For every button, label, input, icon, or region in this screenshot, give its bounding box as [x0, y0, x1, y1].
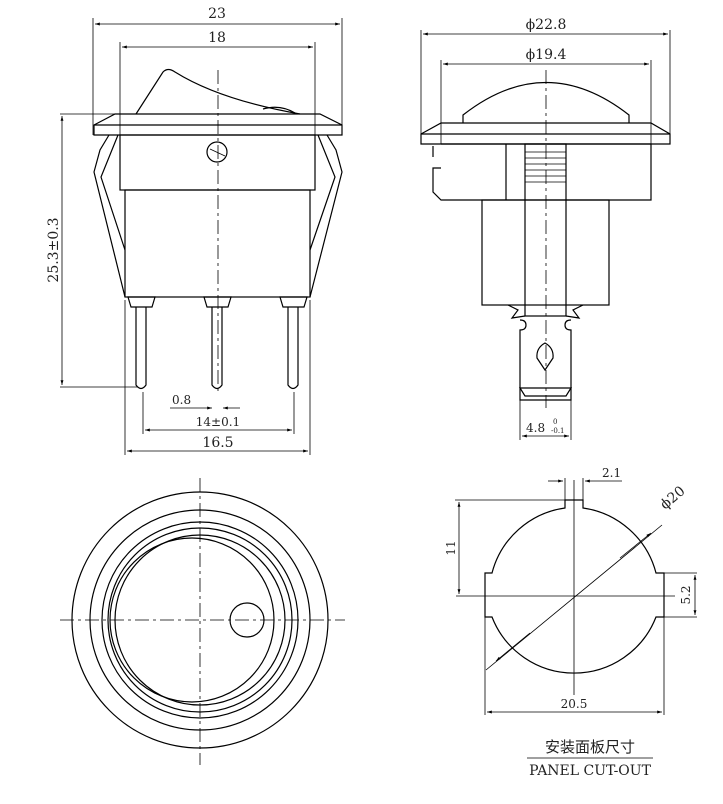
dim-overall-width-label: 20.5 [561, 697, 588, 711]
caption-chinese: 安装面板尺寸 [545, 738, 635, 756]
dim-hole-diameter-label: ϕ20 [657, 483, 688, 513]
pins [127, 296, 308, 390]
dim-lens-diameter-label: ϕ19.4 [526, 47, 567, 63]
shaft [524, 143, 567, 317]
dim-slot-width-label: 2.1 [602, 466, 621, 480]
cutout-outline [484, 499, 665, 674]
dim-terminal-tol-lower: -0.1 [551, 427, 565, 435]
dim-terminal-tol-upper: 0 [553, 418, 557, 426]
dim-terminal-width-label: 4.8 [526, 421, 545, 435]
dim-pin-span-label: 16.5 [202, 435, 233, 451]
dim-slot-height-label: 11 [444, 540, 458, 555]
caption-english: PANEL CUT-OUT [529, 763, 652, 779]
panel-cutout: ϕ20 2.1 11 5.2 20.5 安装面板尺寸 PANEL CUT-OUT [444, 466, 697, 779]
top-view [60, 478, 345, 765]
dim-23-label: 23 [208, 6, 226, 22]
terminal [519, 319, 572, 401]
body-lower [124, 189, 311, 298]
dim-height-label: 25.3±0.3 [46, 217, 62, 282]
body-lower [481, 199, 610, 306]
dim-pin-pitch-label: 14±0.1 [196, 415, 240, 429]
center-mark [206, 141, 228, 163]
body-upper [432, 143, 652, 201]
side-view: ϕ22.8 ϕ19.4 4.8 0 -0.1 [420, 17, 671, 440]
dim-pin-thickness-label: 0.8 [172, 393, 191, 407]
dim-flange-diameter-label: ϕ22.8 [526, 17, 567, 33]
dim-18-label: 18 [208, 30, 226, 46]
rocker-actuator [135, 68, 301, 115]
dim-flat-height-label: 5.2 [679, 585, 693, 604]
front-view: 25.3±0.3 23 18 0.8 14±0.1 16.5 [46, 6, 343, 455]
